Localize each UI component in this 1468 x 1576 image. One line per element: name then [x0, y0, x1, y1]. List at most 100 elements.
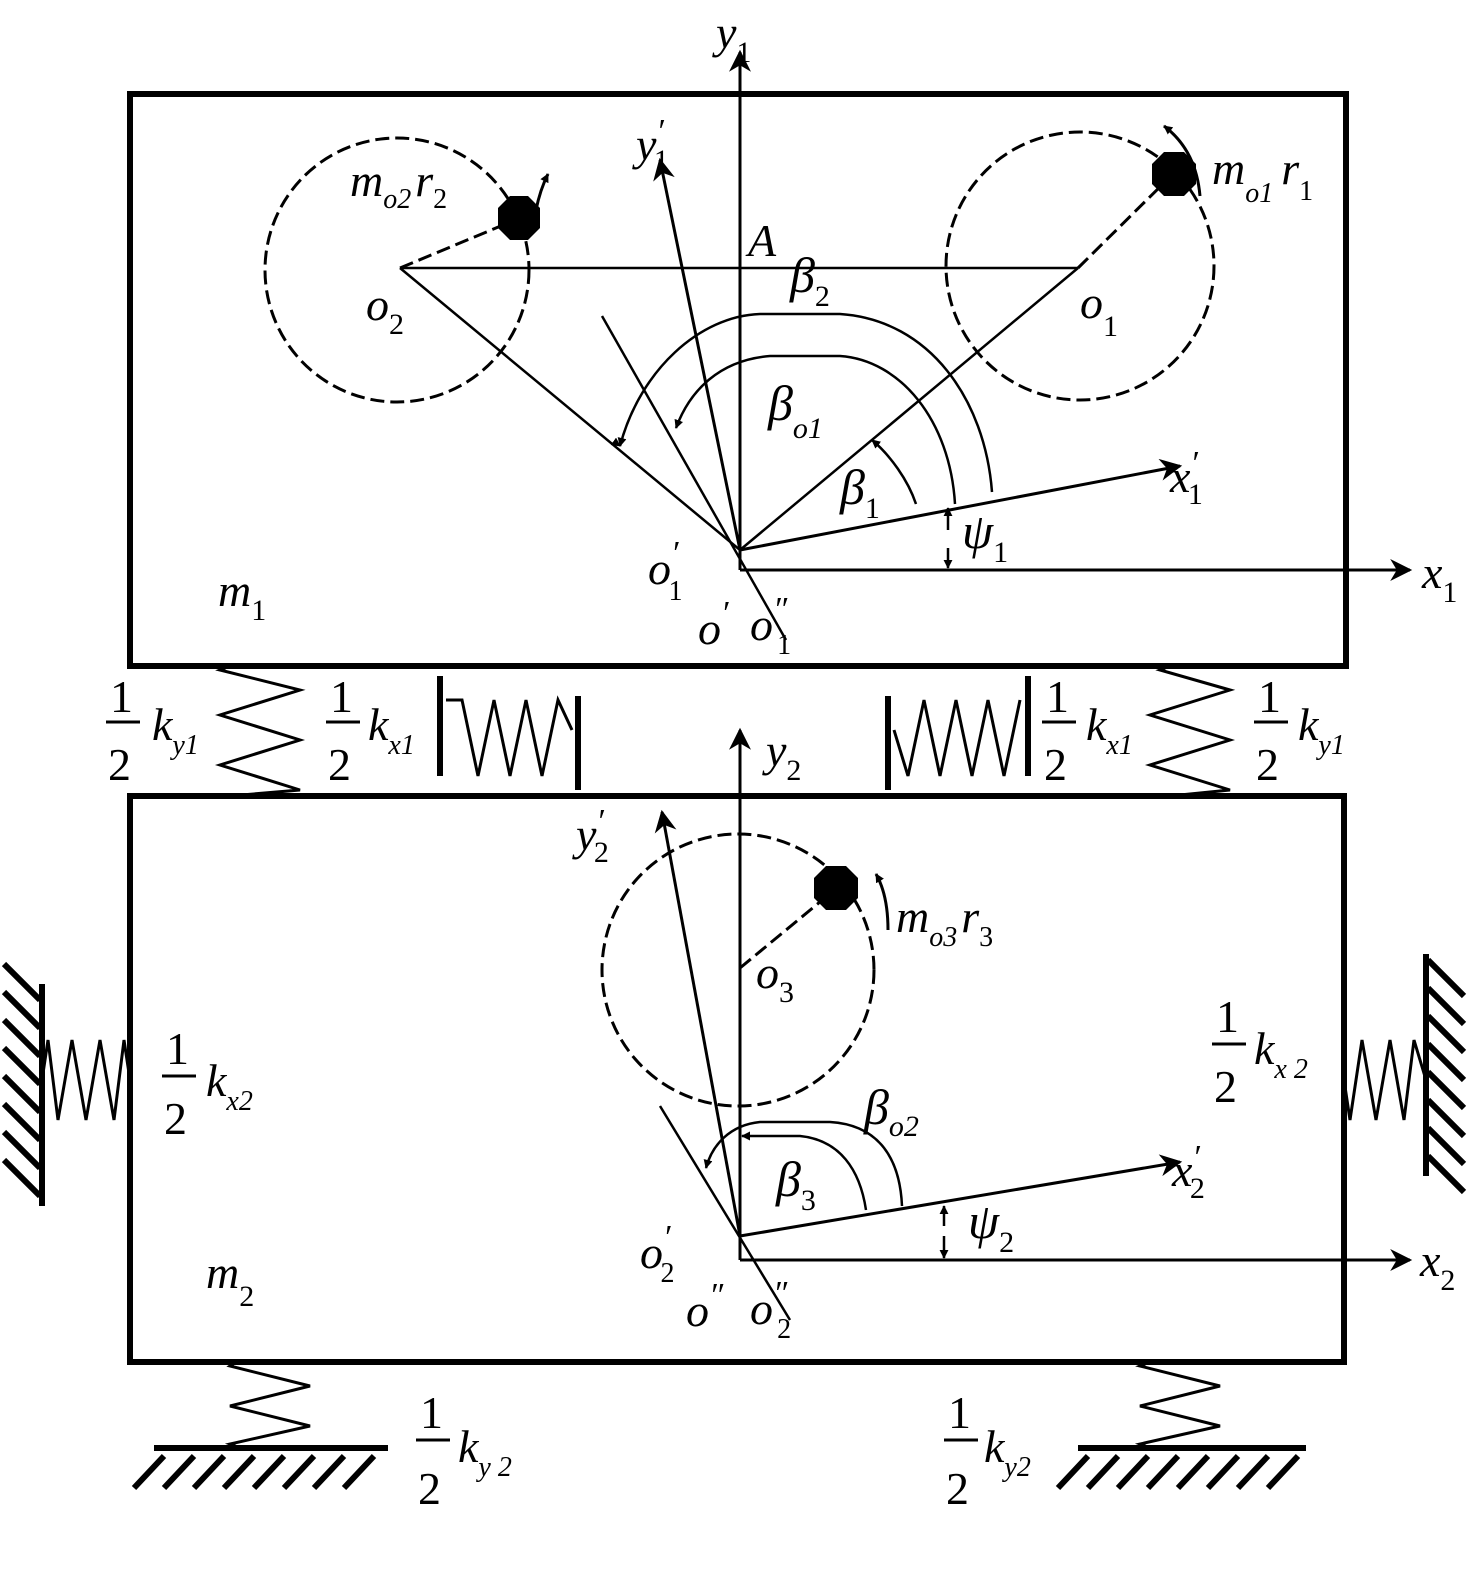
- svg-text:2: 2: [1044, 739, 1067, 790]
- x1-axis-label: x1: [1421, 547, 1457, 609]
- label-right-ky1: 1 2 ky1: [1254, 671, 1345, 790]
- svg-text:1: 1: [330, 671, 353, 722]
- y2-prime-axis: [654, 809, 742, 1237]
- arc-beta2: [617, 312, 994, 493]
- x2-prime-axis: [739, 1154, 1183, 1238]
- beta1-label: β1: [839, 459, 880, 525]
- spring-right-kx1: [892, 699, 1022, 777]
- spring-right-ky2: [1134, 1360, 1221, 1450]
- label-left-kx2: 1 2 kx2: [162, 1023, 253, 1144]
- svg-text:2: 2: [328, 739, 351, 790]
- spring-left-kx1: [446, 695, 574, 777]
- beta-o2-label: βo2: [863, 1079, 919, 1143]
- o-prime-label: o′: [698, 595, 729, 654]
- svg-text:kx1: kx1: [368, 699, 415, 761]
- svg-text:1: 1: [110, 671, 133, 722]
- o1-double-prime-label: o″1: [750, 591, 791, 661]
- svg-text:2: 2: [108, 739, 131, 790]
- lower-body-frame: [127, 793, 1347, 1365]
- svg-text:ky1: ky1: [152, 699, 199, 761]
- mass-mo3-r3-label: mo3r3: [896, 891, 993, 953]
- label-right-kx2: 1 2 kx 2: [1212, 991, 1308, 1112]
- svg-text:1: 1: [1258, 671, 1281, 722]
- svg-text:2: 2: [164, 1093, 187, 1144]
- left-wall-hatch: [1, 961, 43, 1199]
- ground-right-hatch: [1055, 1453, 1301, 1491]
- rotation-arrow-o3: [874, 873, 890, 931]
- svg-text:ky 2: ky 2: [458, 1421, 512, 1483]
- exciter-circle-o1: [944, 130, 1216, 402]
- o-double-prime-label: o″: [686, 1277, 724, 1336]
- arc-beta-o1: [674, 354, 957, 505]
- mass-m1-label: m1: [218, 565, 266, 627]
- arc-beta3: [741, 1131, 868, 1211]
- ground-left-hatch: [131, 1453, 377, 1491]
- spring-left-kx2: [40, 1039, 132, 1121]
- rotation-arrow-o1: [1163, 124, 1202, 197]
- svg-text:2: 2: [1214, 1061, 1237, 1112]
- exciter-circle-o3: [600, 832, 876, 1108]
- line-origin-o1: [739, 267, 1079, 551]
- y1-axis-label: y1: [712, 7, 751, 69]
- o3-center-label: o3: [756, 947, 794, 1009]
- svg-text:1: 1: [166, 1023, 189, 1074]
- radius-o3: [739, 890, 833, 970]
- label-right-kx1: 1 2 kx1: [1042, 671, 1133, 790]
- line-origin-extended-lower: [658, 1105, 792, 1321]
- o2-double-prime-label: o″2: [750, 1275, 791, 1345]
- label-right-ky2: 1 2 ky2: [944, 1387, 1031, 1514]
- upper-body-frame: [127, 91, 1349, 669]
- svg-text:1: 1: [948, 1387, 971, 1438]
- rotation-arrow-o2: [534, 173, 550, 211]
- svg-text:2: 2: [946, 1463, 969, 1514]
- spring-right-ky1: [1144, 664, 1236, 798]
- spring-right-kx2: [1342, 1039, 1428, 1121]
- point-a-label: A: [745, 215, 777, 266]
- right-wall-hatch: [1425, 957, 1467, 1195]
- spring-left-ky1: [214, 664, 306, 798]
- spring-left-ky2: [224, 1360, 311, 1450]
- exciter-circle-o2: [263, 136, 531, 404]
- eccentric-mass-o1: [1152, 152, 1196, 196]
- arc-beta1: [871, 439, 918, 505]
- mass-m2-label: m2: [206, 1247, 254, 1313]
- y2-prime-axis-label: y′2: [572, 803, 609, 869]
- svg-text:kx1: kx1: [1086, 699, 1133, 761]
- svg-text:kx 2: kx 2: [1254, 1023, 1308, 1085]
- eccentric-mass-o3: [814, 866, 858, 910]
- psi2-label: ψ2: [968, 1193, 1014, 1259]
- y1-prime-axis-label: y′1: [632, 113, 669, 177]
- svg-text:1: 1: [1046, 671, 1069, 722]
- label-left-ky2: 1 2 ky 2: [416, 1387, 512, 1514]
- arc-beta-o2: [703, 1120, 904, 1207]
- x2-prime-axis-label: x′2: [1171, 1139, 1205, 1205]
- mass-mo2-r2-label: mo2r2: [350, 155, 447, 215]
- o2-prime-label: o′2: [640, 1219, 674, 1289]
- label-left-ky1: 1 2 ky1: [106, 671, 199, 790]
- svg-text:2: 2: [418, 1463, 441, 1514]
- svg-text:1: 1: [420, 1387, 443, 1438]
- y1-prime-axis: [653, 157, 742, 551]
- eccentric-mass-o2: [498, 196, 540, 240]
- x2-axis-label: x2: [1419, 1235, 1455, 1297]
- o1-prime-label: o′1: [648, 535, 682, 607]
- x1-prime-axis: [739, 458, 1183, 552]
- svg-text:2: 2: [1256, 739, 1279, 790]
- y2-axis-label: y2: [762, 725, 801, 787]
- x1-prime-axis-label: x′1: [1169, 445, 1203, 511]
- svg-text:1: 1: [1216, 991, 1239, 1042]
- svg-text:ky2: ky2: [984, 1421, 1031, 1483]
- label-left-kx1: 1 2 kx1: [326, 671, 415, 790]
- svg-text:kx2: kx2: [206, 1055, 253, 1117]
- o1-center-label: o1: [1080, 277, 1118, 343]
- beta3-label: β3: [775, 1151, 816, 1217]
- beta2-label: β2: [789, 247, 830, 313]
- beta-o1-label: βo1: [767, 375, 823, 445]
- o2-center-label: o2: [366, 279, 404, 341]
- line-origin-extended: [600, 315, 788, 641]
- svg-text:ky1: ky1: [1298, 699, 1345, 761]
- line-origin-o2: [399, 267, 741, 551]
- psi1-label: ψ1: [962, 503, 1008, 569]
